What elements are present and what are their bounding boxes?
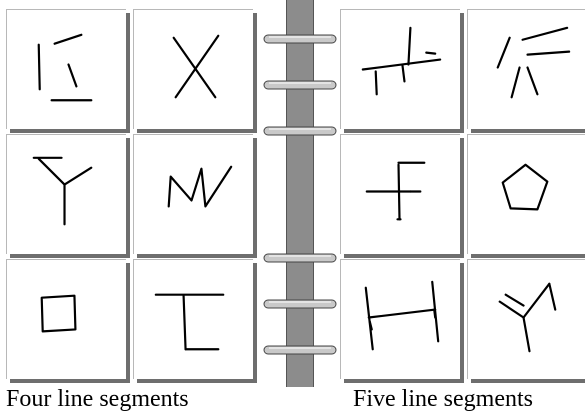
sketch-tile bbox=[467, 134, 585, 254]
binder-ring bbox=[263, 124, 337, 138]
k-like-sketch bbox=[37, 33, 93, 102]
sketch-tile bbox=[6, 134, 126, 254]
corner-diagonal-sketch bbox=[32, 156, 93, 226]
binder-ring bbox=[263, 343, 337, 357]
binder-spine bbox=[286, 0, 314, 387]
w-zigzag-sketch bbox=[167, 165, 233, 208]
binder-ring bbox=[263, 78, 337, 92]
sketch-tile bbox=[340, 134, 460, 254]
sketch-tile bbox=[340, 9, 460, 129]
binder-ring bbox=[263, 297, 337, 311]
binder-ring bbox=[263, 32, 337, 46]
h-shape-sketch bbox=[364, 280, 440, 351]
table-shape-sketch bbox=[154, 293, 225, 351]
sketch-tile bbox=[467, 9, 585, 129]
sketch-tile bbox=[133, 259, 253, 379]
right-caption: Five line segments bbox=[353, 386, 533, 412]
y-arms-sketch bbox=[498, 282, 557, 353]
sketch-tile bbox=[6, 259, 126, 379]
sketch-tile bbox=[467, 259, 585, 379]
square-sketch bbox=[40, 294, 77, 333]
x-sketch bbox=[172, 34, 220, 99]
pentagon-sketch bbox=[501, 163, 549, 211]
radiating-strokes-sketch bbox=[496, 26, 571, 99]
sketch-tile bbox=[6, 9, 126, 129]
left-caption: Four line segments bbox=[6, 386, 189, 412]
f-like-sketch bbox=[365, 161, 426, 221]
sketch-tile bbox=[133, 134, 253, 254]
cross-tilted-sketch bbox=[361, 26, 442, 96]
binder-ring bbox=[263, 251, 337, 265]
sketch-tile bbox=[340, 259, 460, 379]
sketch-tile bbox=[133, 9, 253, 129]
